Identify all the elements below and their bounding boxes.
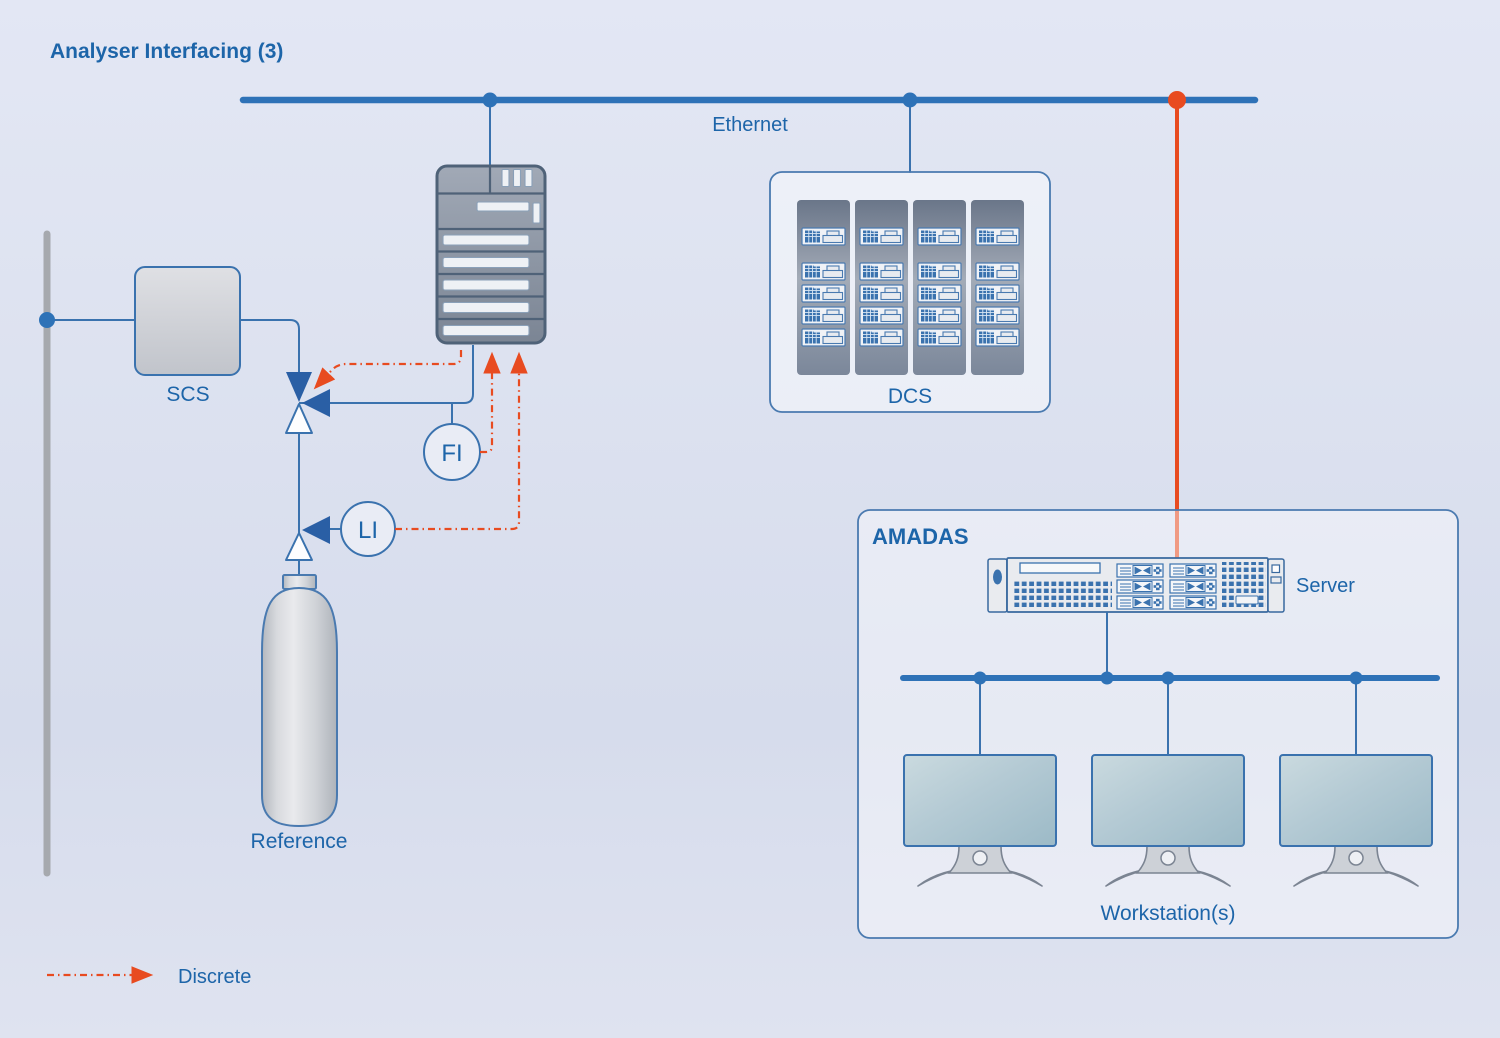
ethernet-node-analyser [482, 92, 498, 108]
ethernet-node-server [1168, 91, 1186, 109]
discrete-label: Discrete [178, 966, 251, 988]
workstations-label: Workstation(s) [1101, 902, 1236, 925]
discrete-legend: Discrete [47, 966, 251, 988]
fi-indicator: FI [423, 423, 481, 481]
ethernet-node-dcs [902, 92, 918, 108]
three-way-valve [285, 372, 330, 434]
shutoff-valve [285, 516, 330, 561]
discrete-analyser-to-valve [313, 350, 463, 390]
ethernet-label: Ethernet [712, 114, 788, 136]
pipe-valve-to-analyser [299, 345, 474, 404]
dcs-rack-3 [913, 200, 966, 375]
dcs-box: DCS [769, 171, 1051, 413]
scs-label: SCS [166, 383, 209, 406]
dcs-rack-1 [797, 200, 850, 375]
page-title: Analyser Interfacing (3) [50, 40, 283, 63]
dcs-rack-2 [855, 200, 908, 375]
discrete-fi-to-analyser [480, 351, 501, 454]
reference-label: Reference [251, 830, 348, 853]
server-label: Server [1296, 575, 1355, 597]
analyser-device [435, 164, 547, 345]
scs-box: SCS [134, 266, 241, 406]
li-indicator: LI [340, 501, 396, 557]
li-label: LI [358, 517, 378, 544]
dcs-label: DCS [888, 385, 932, 408]
reference-cylinder: Reference [251, 574, 348, 853]
amadas-internal-bus [900, 612, 1440, 756]
discrete-links [313, 350, 528, 531]
pipe-scs-to-valve [47, 319, 300, 374]
discrete-li-to-analyser [395, 351, 528, 531]
ethernet-bus: Ethernet [239, 96, 1259, 136]
dcs-rack-4 [971, 200, 1024, 375]
server-unit [987, 557, 1285, 613]
amadas-label: AMADAS [872, 524, 969, 549]
pipe-node [39, 312, 55, 328]
amadas-box: AMADAS Server [857, 509, 1459, 939]
fi-label: FI [441, 440, 462, 467]
